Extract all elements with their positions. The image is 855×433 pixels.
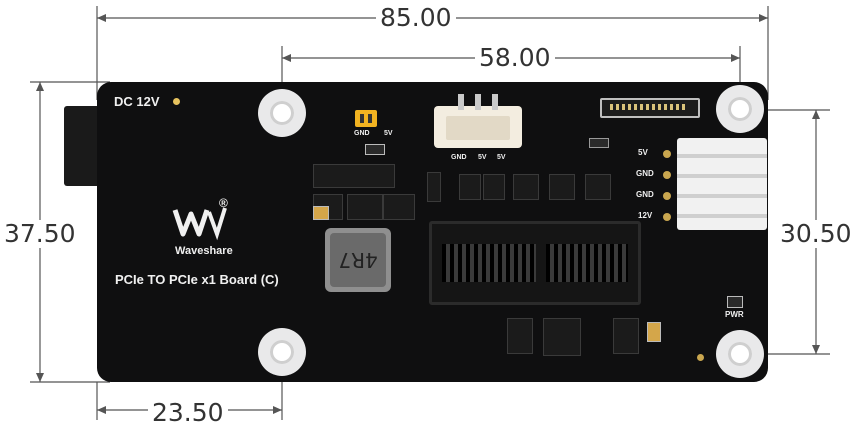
header-5v-label-a: 5V <box>478 154 487 161</box>
product-name: PCIe TO PCIe x1 Board (C) <box>115 272 279 287</box>
tantalum-capacitor <box>647 322 661 342</box>
pcie-x1-slot <box>429 221 641 305</box>
brand-label: Waveshare <box>175 245 233 257</box>
pin-pad <box>663 150 671 158</box>
header-5v-label-b: 5V <box>497 154 506 161</box>
power-out-connector <box>677 138 767 230</box>
smd-resistor <box>589 138 609 148</box>
smd-transistor <box>427 172 441 202</box>
header-gnd-label: GND <box>451 154 467 161</box>
pin-gnd-label-a: GND <box>636 169 654 178</box>
mounting-hole-top-left <box>258 89 306 137</box>
pwr-label: PWR <box>725 310 744 319</box>
smd-transistor <box>513 174 539 200</box>
dimension-left-offset: 23.50 <box>148 399 228 427</box>
smd-transistor <box>613 318 639 354</box>
pin-12v-label: 12V <box>638 211 653 220</box>
jumper-gnd-label: GND <box>354 130 370 137</box>
fpc-connector <box>600 98 700 118</box>
pcb-board: DC 12V GND 5V GND 5V 5V 5V GND GND 12V <box>97 82 768 382</box>
power-select-jumper <box>355 110 377 127</box>
pin-pad <box>663 192 671 200</box>
waveshare-logo <box>171 204 231 242</box>
tantalum-capacitor <box>313 206 329 220</box>
dimension-width-total: 85.00 <box>376 4 456 32</box>
mounting-hole-top-right <box>716 85 764 133</box>
pin-pad <box>663 213 671 221</box>
pwr-led <box>727 296 743 308</box>
pin-5v-label: 5V <box>638 148 648 157</box>
power-inductor: 4R7 <box>325 228 391 292</box>
registered-mark: ® <box>219 196 228 210</box>
mounting-hole-bottom-right <box>716 330 764 378</box>
smd-transistor <box>585 174 611 200</box>
smd-transistor <box>459 174 481 200</box>
jumper-5v-label: 5V <box>384 130 393 137</box>
inductor-marking: 4R7 <box>338 248 378 272</box>
fiducial-dot <box>697 354 704 361</box>
smd-transistor <box>549 174 575 200</box>
dimension-hole-spacing-h: 58.00 <box>475 44 555 72</box>
smd-resistor-array <box>313 164 395 188</box>
smd-capacitor <box>383 194 415 220</box>
smd-transistor <box>507 318 533 354</box>
dimension-height-total: 37.50 <box>0 220 80 248</box>
fan-header-connector <box>434 94 522 148</box>
smd-transistor <box>483 174 505 200</box>
dc-label: DC 12V <box>114 94 160 109</box>
dimension-hole-spacing-v: 30.50 <box>776 220 855 248</box>
dc-led-dot <box>173 98 180 105</box>
pin-pad <box>663 171 671 179</box>
mounting-hole-bottom-left <box>258 328 306 376</box>
smd-capacitor <box>365 144 385 155</box>
smd-diode <box>347 194 383 220</box>
pin-gnd-label-b: GND <box>636 190 654 199</box>
smd-ic-soic8 <box>543 318 581 356</box>
